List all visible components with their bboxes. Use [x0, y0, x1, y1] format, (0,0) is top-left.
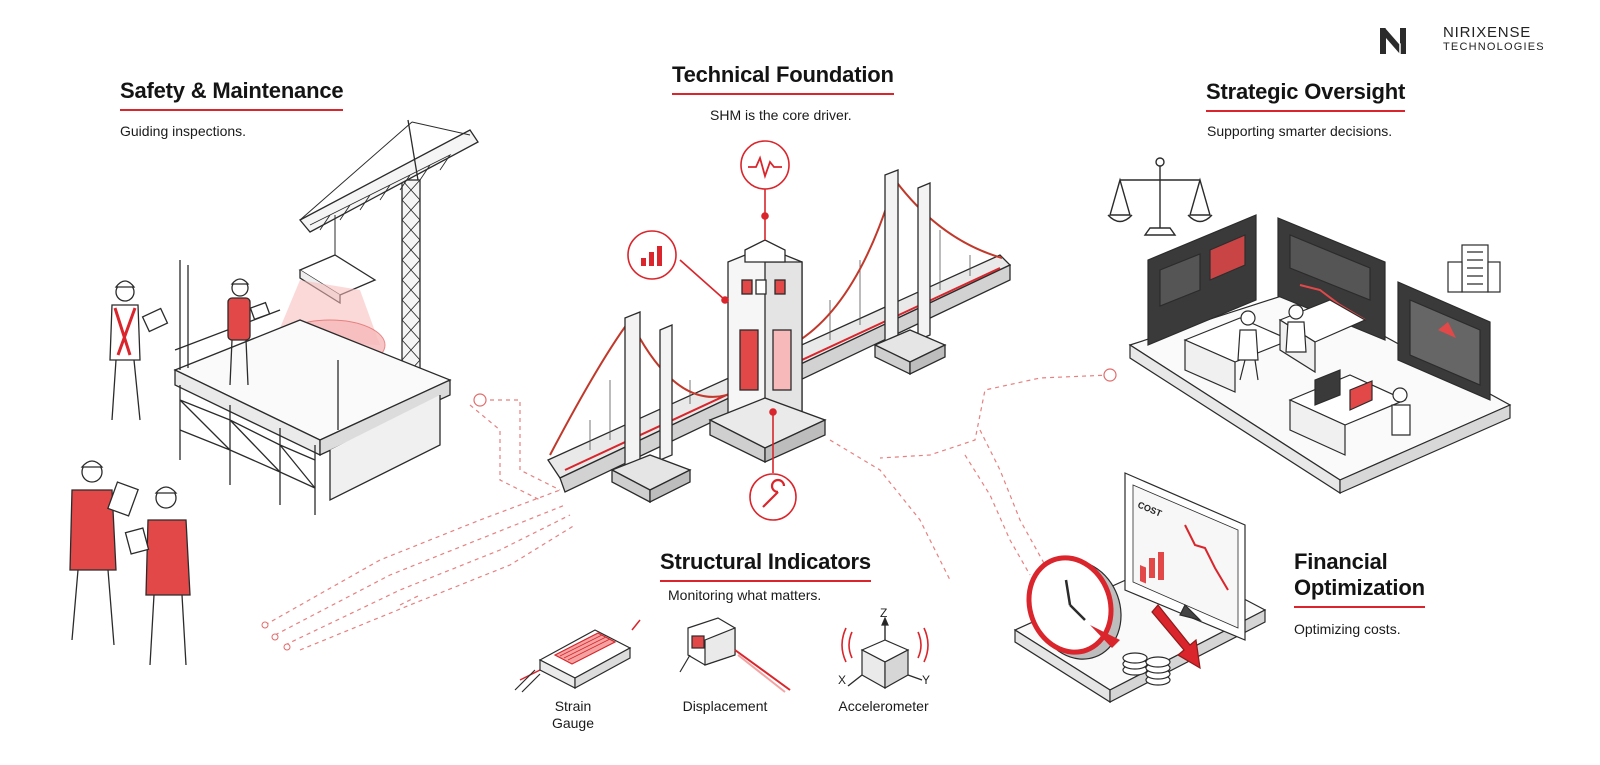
displacement-sensor-icon: [679, 617, 791, 693]
axis-label-z: Z: [880, 606, 887, 620]
technical-subtitle: SHM is the core driver.: [710, 107, 852, 123]
worker-pair: [69, 460, 191, 666]
sensor-label-strain-gauge: Strain Gauge: [551, 698, 595, 731]
axis-label-x: X: [838, 673, 846, 687]
construction-scene: [69, 119, 479, 666]
financial-subtitle: Optimizing costs.: [1294, 621, 1401, 637]
dashboard-screens: [1147, 214, 1491, 401]
financial-title: Financial Optimization: [1294, 549, 1425, 608]
tower-crane: [298, 119, 479, 401]
structural-subtitle: Monitoring what matters.: [668, 587, 822, 603]
brand-logo-mark: [1380, 27, 1406, 54]
bridge-callouts: [627, 140, 797, 521]
cost-monitor: [1124, 472, 1246, 641]
operator-desks: [1183, 299, 1411, 456]
brand-name: NIRIXENSE: [1443, 24, 1532, 41]
clock-icon: [1026, 555, 1122, 660]
financial-scene: COST: [1013, 472, 1267, 704]
cost-down-arrow: [1151, 604, 1201, 670]
circuit-connectors: [264, 374, 1111, 651]
heartbeat-icon: [740, 140, 790, 190]
accelerometer-icon: [841, 616, 929, 690]
sensor-label-displacement: Displacement: [682, 698, 768, 714]
financial-title-line1: Financial: [1294, 549, 1388, 574]
connector-node: [271, 633, 279, 641]
safety-title: Safety & Maintenance: [120, 78, 344, 111]
strategic-title: Strategic Oversight: [1206, 79, 1405, 112]
suspension-bridge: [547, 169, 1012, 504]
brand-wordmark: NIRIXENSE TECHNOLOGIES: [1443, 24, 1545, 54]
strain-gauge-icon: [514, 619, 641, 693]
scales-icon: [1107, 157, 1213, 236]
coins-icon: [1122, 652, 1171, 686]
connector-node: [261, 621, 269, 629]
building-icon: [1447, 244, 1501, 293]
brand-logo: NIRIXENSE TECHNOLOGIES: [1406, 24, 1556, 58]
technical-title: Technical Foundation: [672, 62, 894, 95]
monitoring-tower: [708, 239, 827, 464]
structural-title: Structural Indicators: [660, 549, 871, 582]
connector-node: [1103, 368, 1117, 382]
financial-title-line2: Optimization: [1294, 575, 1425, 600]
safety-subtitle: Guiding inspections.: [120, 123, 247, 139]
control-room-scene: [1107, 157, 1512, 495]
worker-on-platform: [227, 278, 271, 386]
brand-subtitle: TECHNOLOGIES: [1443, 41, 1545, 53]
connector-node: [473, 393, 487, 407]
axis-label-y: Y: [922, 673, 930, 687]
connector-node: [283, 643, 291, 651]
strategic-subtitle: Supporting smarter decisions.: [1207, 123, 1393, 139]
sensor-label-accelerometer: Accelerometer: [838, 698, 929, 714]
inspector-worker: [109, 280, 169, 421]
